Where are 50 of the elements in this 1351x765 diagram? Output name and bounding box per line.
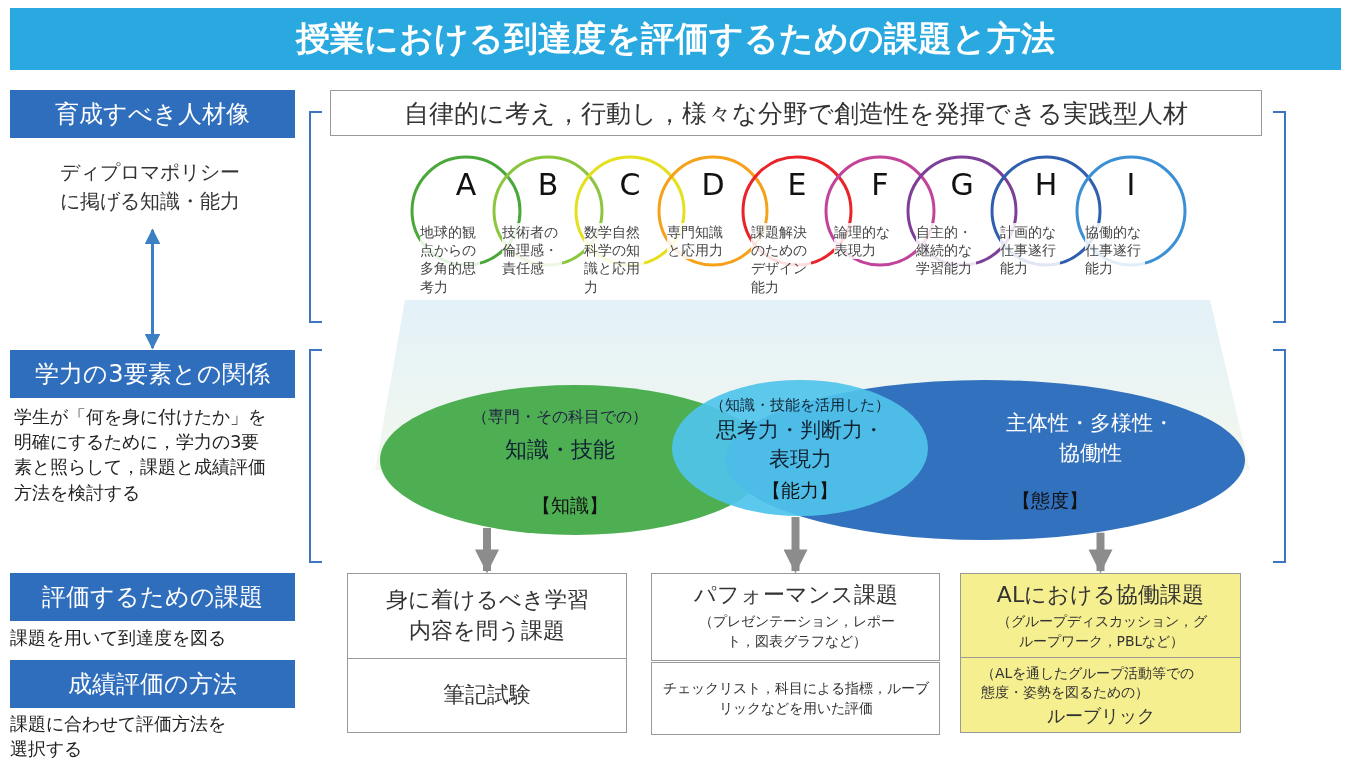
box-subtext: （グループディスカッション，グループワーク，PBLなど） — [995, 612, 1208, 651]
ellipse-text: 知識・技能 — [504, 436, 616, 464]
arrow — [475, 527, 499, 574]
statement-box: 自律的に考え，行動し，様々な分野で創造性を発揮できる実践型人材 — [330, 90, 1262, 136]
circle-letter: C — [618, 167, 642, 204]
circle-letter: E — [786, 167, 808, 204]
circle-caption: 数学自然科学の知識と応用力 — [584, 223, 644, 296]
circle-caption: 協働的な仕事遂行能力 — [1085, 223, 1145, 278]
arrow — [1088, 532, 1113, 574]
ellipse-text: 主体性・多様性・協働性 — [1005, 410, 1175, 468]
description-text: 課題に合わせて評価方法を選択する — [10, 712, 227, 762]
category-tag: 【知識】 — [520, 493, 620, 519]
arrow — [783, 516, 808, 574]
circle-letter: H — [1033, 167, 1059, 204]
description-text: 学生が「何を身に付けたか」を明確にするために，学力の3要素と照らして，課題と成績評価方法を検討する — [14, 405, 267, 505]
header-box: 学力の3要素との関係 — [10, 350, 295, 398]
subtitle-text: （知識・技能を活用した） — [709, 396, 891, 415]
text-box — [960, 657, 1241, 733]
box-subtext: （ALを通したグループ活動等での態度・姿勢を図るための） — [981, 664, 1196, 702]
box-heading: パフォーマンス課題 — [692, 581, 899, 609]
text-box — [960, 573, 1241, 658]
text-box — [651, 573, 940, 661]
circle-letter: I — [1125, 167, 1137, 204]
circle-caption: 地球的観点からの多角的思考力 — [420, 223, 480, 296]
arrow — [144, 228, 161, 350]
box-heading: ルーブリック — [1045, 704, 1156, 728]
circle-letter: A — [454, 167, 478, 204]
description-text: 課題を用いて到達度を図る — [10, 626, 227, 650]
text-box: チェックリスト，科目による指標，ルーブリックなどを用いた評価 — [651, 662, 940, 735]
category-tag: 【能力】 — [755, 478, 845, 504]
header-box: 成績評価の方法 — [10, 660, 295, 708]
text-box: 身に着けるべき学習内容を問う課題 — [347, 573, 627, 659]
circle-caption: 自主的・継続的な学習能力 — [916, 223, 976, 278]
description-text: ディプロマポリシーに掲げる知識・能力 — [45, 158, 255, 228]
header-box: 評価するための課題 — [10, 573, 295, 621]
box-subtext: （プレゼンテーション，レポート，図表グラフなど） — [697, 612, 896, 651]
box-heading: ALにおける協働課題 — [995, 581, 1206, 609]
title-banner: 授業における到達度を評価するための課題と方法 — [10, 8, 1341, 70]
circle-letter: G — [949, 167, 975, 204]
circle-letter: B — [536, 167, 560, 204]
header-box: 育成すべき人材像 — [10, 90, 295, 138]
category-tag: 【態度】 — [1000, 488, 1100, 514]
circle-caption: 技術者の倫理感・責任感 — [502, 223, 562, 278]
text-box: 筆記試験 — [347, 658, 627, 733]
circle-caption: 課題解決のためのデザイン能力 — [751, 223, 811, 296]
circle-letter: D — [700, 167, 726, 204]
subtitle-text: （専門・その科目での） — [471, 407, 649, 428]
circle-letter: F — [870, 167, 890, 204]
ellipse-text: 思考力・判断力・表現力 — [715, 417, 885, 474]
circle-caption: 計画的な仕事遂行能力 — [1000, 223, 1060, 278]
